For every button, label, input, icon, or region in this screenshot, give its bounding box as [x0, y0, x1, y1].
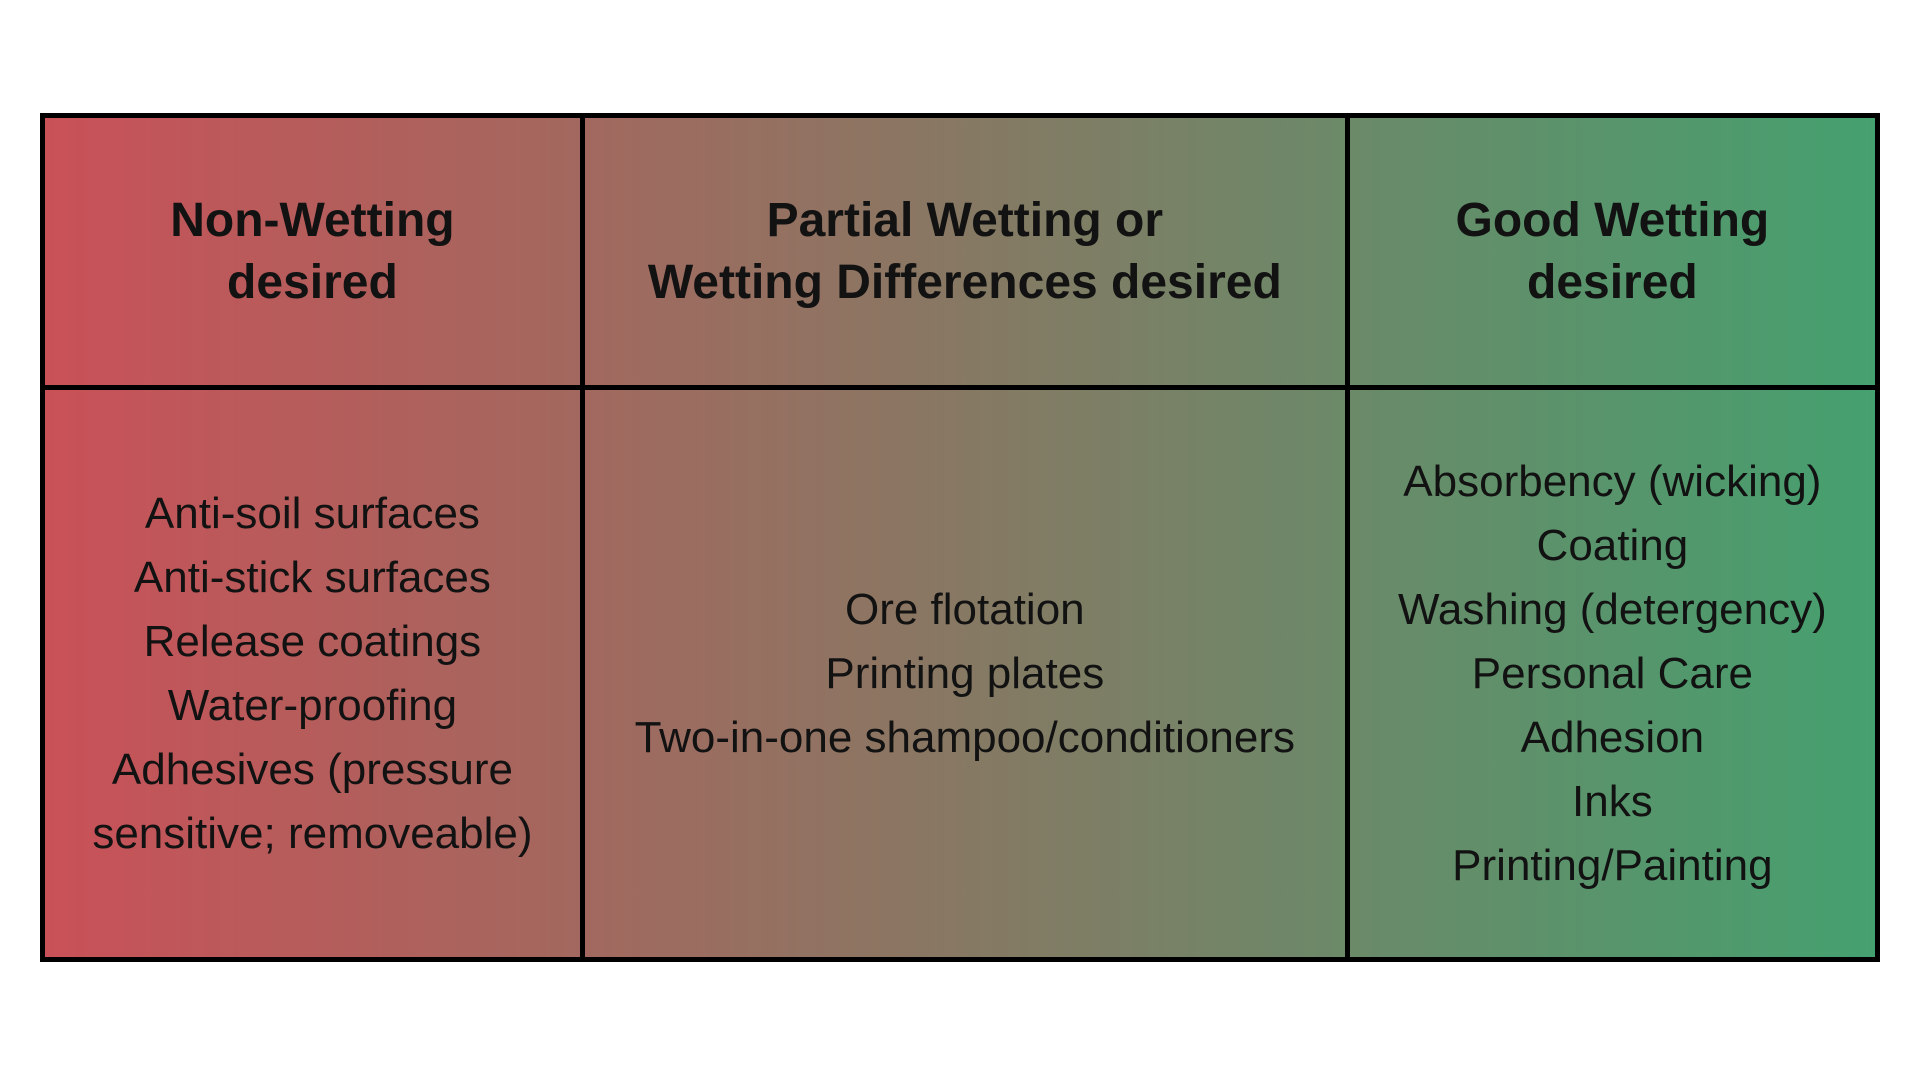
list-item: Anti-stick surfaces — [133, 552, 491, 602]
list-item: Water-proofing — [167, 680, 458, 730]
list-item: Absorbency (wicking) — [1403, 456, 1822, 506]
list-item: sensitive; removeable) — [92, 808, 533, 858]
list-item: Two-in-one shampoo/conditioners — [634, 712, 1295, 762]
cell-non-wetting-applications: Anti-soil surfaces Anti-stick surfaces R… — [45, 390, 585, 957]
list-item: Washing (detergency) — [1397, 584, 1827, 634]
list-item: Ore flotation — [844, 584, 1085, 634]
header-line: desired — [1527, 255, 1698, 309]
list-item: Inks — [1572, 776, 1653, 826]
list-item: Adhesives (pressure — [111, 744, 513, 794]
list-item: Coating — [1536, 520, 1689, 570]
list-item: Printing plates — [825, 648, 1105, 698]
list-item: Release coatings — [143, 616, 482, 666]
header-line: Non-Wetting — [170, 193, 455, 247]
header-line: Good Wetting — [1455, 193, 1770, 247]
wetting-spectrum-table: Non-Wetting desired Partial Wetting or W… — [40, 113, 1880, 962]
list-item: Anti-soil surfaces — [144, 488, 480, 538]
list-item: Personal Care — [1471, 648, 1754, 698]
header-partial-wetting: Partial Wetting or Wetting Differences d… — [584, 118, 1350, 390]
header-good-wetting: Good Wetting desired — [1349, 118, 1875, 390]
header-line: Wetting Differences desired — [647, 255, 1282, 309]
header-line: desired — [227, 255, 398, 309]
list-item: Adhesion — [1520, 712, 1705, 762]
cell-good-wetting-applications: Absorbency (wicking) Coating Washing (de… — [1350, 390, 1875, 957]
list-item: Printing/Painting — [1452, 840, 1773, 890]
cell-partial-wetting-applications: Ore flotation Printing plates Two-in-one… — [585, 390, 1350, 957]
header-line: Partial Wetting or — [766, 193, 1164, 247]
header-non-wetting: Non-Wetting desired — [45, 118, 585, 390]
